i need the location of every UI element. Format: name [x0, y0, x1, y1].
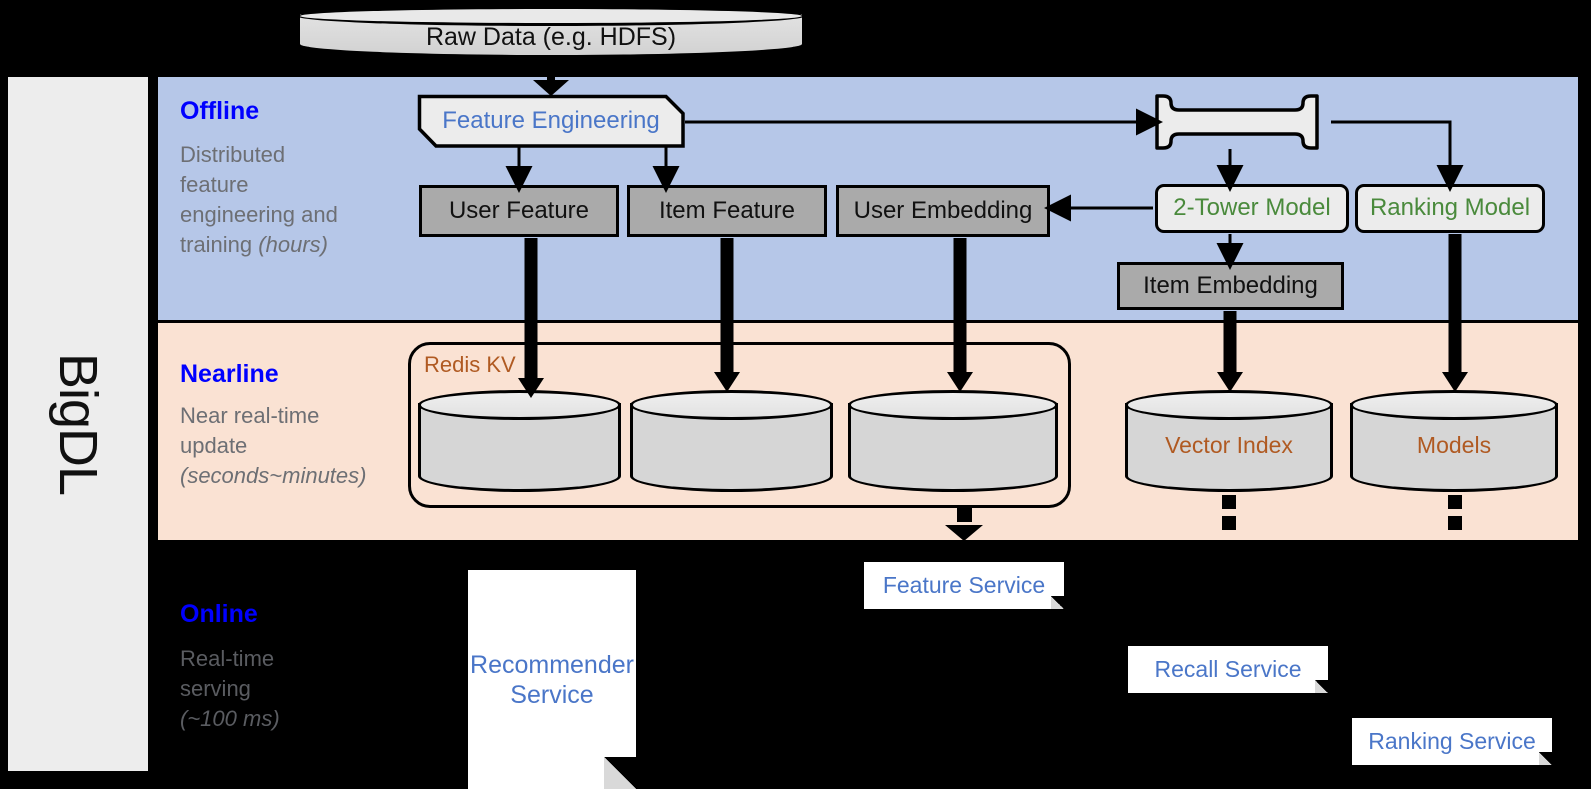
node-item-embedding[interactable]: Item Embedding [1117, 262, 1344, 310]
nearline-desc-l1: Near real-time [180, 403, 320, 428]
bigdl-label: BigDL [48, 352, 109, 496]
dnn-training-label: DNN Training [1170, 106, 1316, 134]
store-user-embedding-label [848, 390, 1058, 492]
online-desc-italic: (~100 ms) [180, 706, 280, 731]
page-fold-icon [1539, 752, 1552, 765]
node-recall-service[interactable]: Recall Service [1128, 646, 1328, 693]
store-user-feature-label [418, 390, 621, 492]
page-fold-icon [1315, 680, 1328, 693]
band-title-nearline: Nearline [180, 360, 279, 388]
band-title-online: Online [180, 600, 258, 628]
node-user-feature[interactable]: User Feature [419, 185, 619, 237]
item-feature-label: Item Feature [658, 196, 796, 224]
user-embedding-label: User Embedding [853, 196, 1033, 224]
ranking-model-label: Ranking Model [1369, 194, 1531, 222]
raw-data-store[interactable]: Raw Data (e.g. HDFS) [297, 6, 805, 63]
recall-service-label: Recall Service [1154, 655, 1302, 682]
node-user-embedding[interactable]: User Embedding [836, 185, 1050, 237]
raw-data-label: Raw Data (e.g. HDFS) [425, 23, 677, 51]
store-user-feature[interactable] [418, 390, 621, 492]
band-title-offline: Offline [180, 97, 260, 125]
nearline-desc-italic: (seconds~minutes) [180, 463, 367, 488]
page-fold-icon [604, 757, 636, 789]
raw-data-cylinder-top [297, 6, 805, 26]
node-feature-engineering[interactable]: Feature Engineering [418, 95, 684, 147]
redis-kv-label: Redis KV [424, 352, 516, 377]
two-tower-model-label: 2-Tower Model [1173, 194, 1331, 222]
recommender-service-label: Recommender Service [470, 650, 634, 710]
offline-desc-l3: engineering and [180, 202, 338, 227]
node-dnn-training[interactable]: DNN Training [1156, 95, 1330, 147]
node-recommender-service[interactable]: Recommender Service [468, 570, 636, 789]
band-description-nearline: Near real-time update (seconds~minutes) [180, 401, 415, 491]
online-desc-l1: Real-time [180, 646, 275, 671]
node-ranking-model[interactable]: Ranking Model [1355, 184, 1545, 233]
store-user-embedding[interactable] [848, 390, 1058, 492]
offline-desc-l1: Distributed [180, 142, 286, 167]
node-ranking-service[interactable]: Ranking Service [1352, 718, 1552, 765]
user-feature-label: User Feature [448, 196, 590, 224]
node-feature-service[interactable]: Feature Service [864, 562, 1064, 609]
store-item-feature[interactable] [630, 390, 833, 492]
band-description-offline: Distributed feature engineering and trai… [180, 140, 415, 260]
vector-index-label: Vector Index [1165, 431, 1293, 458]
feature-engineering-label: Feature Engineering [442, 106, 660, 134]
store-item-feature-label [630, 390, 833, 492]
store-models[interactable]: Models [1350, 390, 1558, 492]
bigdl-sidebar: BigDL [8, 77, 148, 771]
recommender-service-label-l2: Service [510, 680, 594, 709]
models-label: Models [1416, 431, 1492, 458]
offline-desc-l2: feature [180, 172, 249, 197]
node-two-tower-model[interactable]: 2-Tower Model [1155, 184, 1349, 233]
store-vector-index[interactable]: Vector Index [1125, 390, 1333, 492]
ranking-service-label: Ranking Service [1368, 727, 1536, 754]
store-user-embedding-body [848, 403, 1058, 492]
offline-desc-italic: (hours) [258, 232, 328, 257]
offline-desc-l4: training [180, 232, 259, 257]
page-fold-icon [1051, 596, 1064, 609]
node-item-feature[interactable]: Item Feature [627, 185, 827, 237]
feature-service-label: Feature Service [882, 571, 1046, 598]
recommender-service-label-l1: Recommender [470, 650, 634, 679]
online-desc-l2: serving [180, 676, 251, 701]
band-description-online: Real-time serving (~100 ms) [180, 644, 415, 734]
redis-kv-group[interactable] [408, 342, 1071, 508]
nearline-desc-l2: update [180, 433, 248, 458]
item-embedding-label: Item Embedding [1143, 271, 1318, 299]
